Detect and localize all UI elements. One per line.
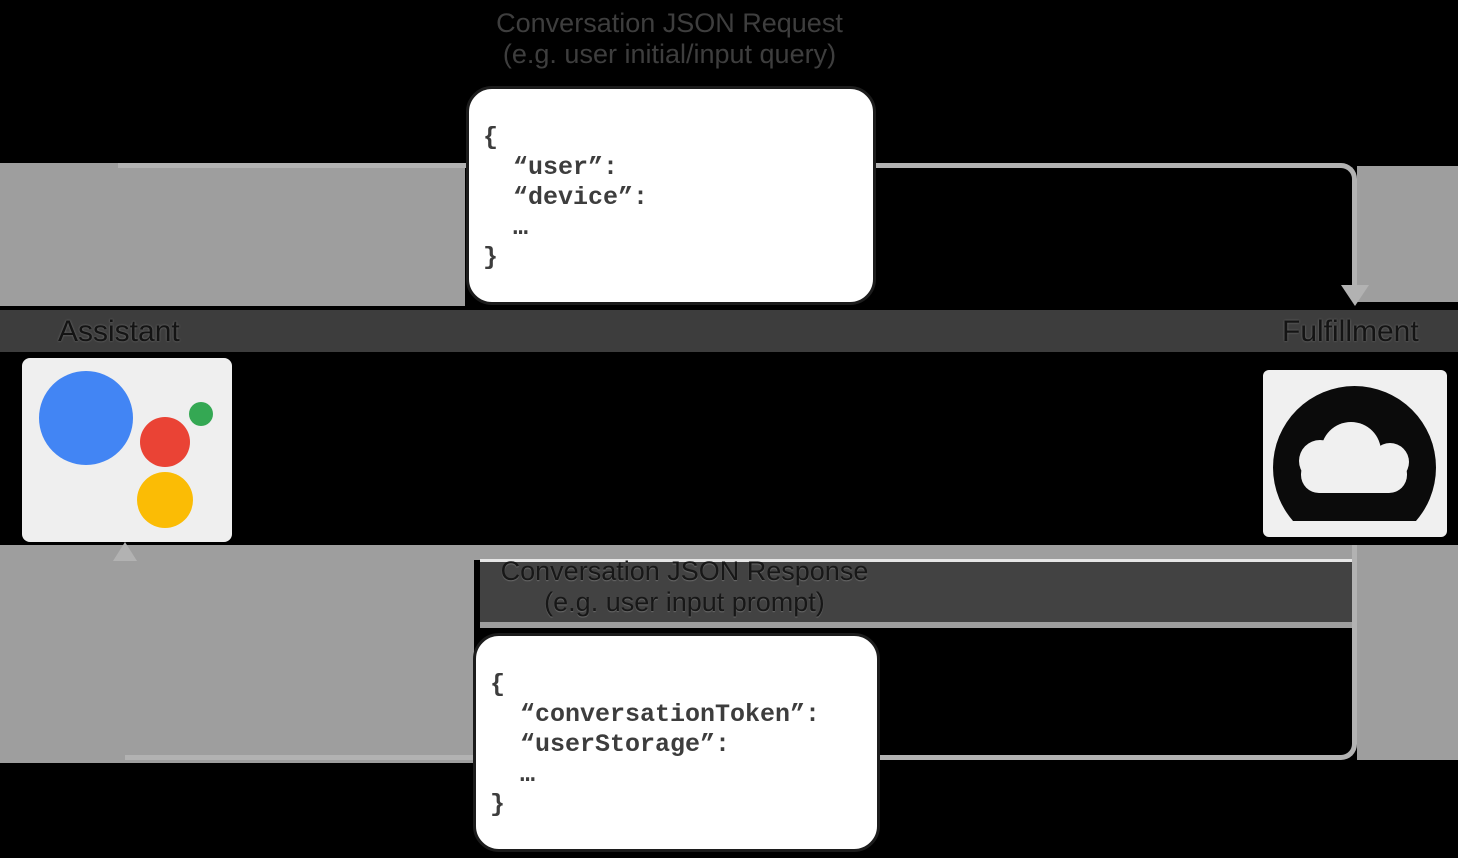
divider-line (480, 622, 1357, 628)
assistant-label: Assistant (58, 315, 180, 348)
divider-line (480, 559, 1357, 562)
background-fill (1357, 545, 1458, 760)
assistant-yellow-dot (137, 472, 193, 528)
request-json-box: { “user”: “device”: … } (466, 86, 876, 305)
assistant-blue-dot (39, 371, 133, 465)
request-subtitle: (e.g. user initial/input query) (502, 39, 837, 69)
assistant-panel (22, 358, 232, 542)
request-arrowhead-icon (1341, 285, 1369, 306)
assistant-green-dot (189, 402, 213, 426)
response-arrowhead-icon (113, 542, 137, 561)
background-fill (0, 163, 465, 306)
google-cloud-icon (1273, 386, 1436, 521)
request-title: Conversation JSON Request (496, 8, 843, 38)
response-title-block: Conversation JSON Response (e.g. user in… (412, 556, 957, 618)
background-fill (474, 545, 1357, 560)
actor-label-band (0, 310, 1458, 352)
request-title-block: Conversation JSON Request (e.g. user ini… (397, 8, 942, 70)
background-fill (1357, 166, 1458, 302)
request-json-snippet: { “user”: “device”: … } (483, 123, 649, 272)
fulfillment-panel (1263, 370, 1447, 537)
background-fill (0, 545, 474, 763)
response-subtitle: (e.g. user input prompt) (544, 587, 825, 617)
assistant-red-dot (140, 417, 190, 467)
response-label-band (480, 562, 1357, 622)
response-json-snippet: { “conversationToken”: “userStorage”: … … (490, 670, 821, 819)
response-json-box: { “conversationToken”: “userStorage”: … … (473, 633, 880, 852)
response-title: Conversation JSON Response (500, 556, 869, 586)
fulfillment-label: Fulfillment (1282, 315, 1419, 348)
